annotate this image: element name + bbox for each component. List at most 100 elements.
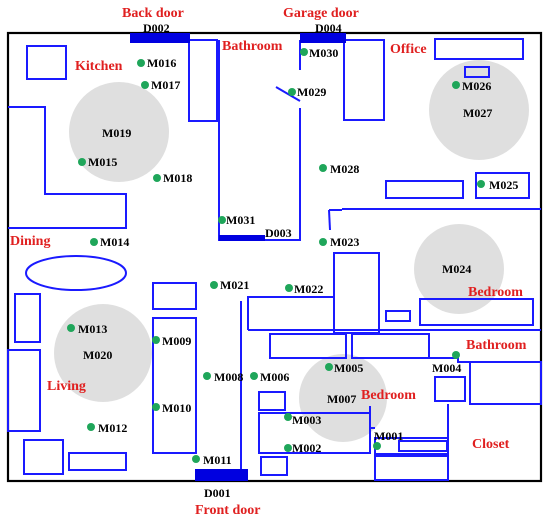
front-door-id: D001 [204,486,231,500]
bathroom-right-tub [469,361,542,405]
front-door-label: Front door [195,503,260,518]
sensor-label-m004: M004 [432,361,461,375]
closet-rack [398,440,448,452]
zone-label-m024: M024 [442,262,471,276]
kitchen-counter [26,45,67,80]
sensor-label-m028: M028 [330,162,359,176]
sensor-dot-m010 [152,403,160,411]
sensor-dot-m021 [210,281,218,289]
zone-label-m020: M020 [83,348,112,362]
zone-m020 [54,304,152,402]
zone-label-m007: M007 [327,392,356,406]
sensor-dot-m018 [153,174,161,182]
sensor-label-m012: M012 [98,421,127,435]
sensor-label-m015: M015 [88,155,117,169]
sensor-dot-m014 [90,238,98,246]
sensor-label-m016: M016 [147,56,176,70]
zone-label-m019: M019 [102,126,131,140]
living-box-2 [68,452,127,471]
sensor-label-m006: M006 [260,370,289,384]
room-labels-layer: Kitchen Bathroom Office Dining Bedroom B… [10,39,527,452]
sensor-dot-m013 [67,324,75,332]
zone-m007 [299,354,387,442]
bathroom-top-walls [218,40,301,241]
sensor-dot-m028 [319,164,327,172]
office-cabinet [475,172,530,199]
zones-layer [54,60,529,442]
sensor-dot-m002 [284,444,292,452]
living-sofa-center [152,317,197,454]
hall-upper [247,296,333,330]
sensor-label-m025: M025 [489,178,518,192]
bedroom-center-partition [369,406,375,429]
hall-door-line [328,209,331,231]
back-door-id: D002 [143,21,170,35]
sensor-label-m029: M029 [297,85,326,99]
garage-door-label: Garage door [283,6,359,21]
zone-m024 [414,224,504,314]
garage-door-id: D004 [315,21,342,35]
sensor-label-m011: M011 [203,453,232,467]
sensor-label-m026: M026 [462,79,491,93]
sensor-label-m001: M001 [374,429,403,443]
kitchen-wall [188,39,218,122]
hall-cabinet-1 [269,333,347,359]
bath-door-id: D003 [265,226,292,240]
closet-box [374,455,449,481]
sensor-label-m002: M002 [292,441,321,455]
living-box-1 [23,439,64,475]
front-door-bar [195,469,248,481]
sensor-dot-m012 [87,423,95,431]
sensor-dot-m029 [288,88,296,96]
room-label-office: Office [390,42,427,57]
sensor-dot-m008 [203,372,211,380]
zone-m019 [69,82,169,182]
sensor-label-m030: M030 [309,46,338,60]
bedroom-right-bed [419,298,534,326]
bathroom-right-box [434,376,466,402]
back-door-label: Back door [122,6,184,21]
sensor-dot-m009 [152,336,160,344]
sensor-dot-m015 [78,158,86,166]
office-closet [343,39,385,121]
sensors-layer: M016 M017 M015 M018 M030 M029 M026 M028 … [67,46,518,467]
bedroom-wardrobe [333,252,380,334]
room-label-closet: Closet [472,437,510,452]
zone-label-m027: M027 [463,106,492,120]
sensor-label-m021: M021 [220,278,249,292]
bedroom-right-nightstand [385,310,411,322]
dining-table [25,255,127,291]
sensor-label-m003: M003 [292,413,321,427]
living-shelf-left [14,293,41,343]
room-label-bedroom-right: Bedroom [468,285,523,300]
sensor-dot-m023 [319,238,327,246]
sensor-label-m010: M010 [162,401,191,415]
sensor-label-m023: M023 [330,235,359,249]
sensor-dot-m005 [325,363,333,371]
sensor-dot-m001 [373,442,381,450]
zone-labels-layer: M019 M027 M024 M020 M007 [83,106,492,406]
bedroom-center-box-1 [258,391,286,411]
sensor-label-m014: M014 [100,235,129,249]
living-table-top [152,282,197,310]
bath-door-bar [219,235,265,241]
room-label-dining: Dining [10,234,50,249]
sensor-dot-m025 [477,180,485,188]
sensor-dot-m030 [300,48,308,56]
sensor-dot-m017 [141,81,149,89]
sensor-label-m031: M031 [226,213,255,227]
back-door-bar [130,33,190,43]
bedroom-center-bed [258,412,371,454]
sensor-dot-m026 [452,81,460,89]
sensor-dot-m031 [218,216,226,224]
garage-door-bar [300,33,346,43]
room-label-bedroom-center: Bedroom [361,388,416,403]
house-outline [6,31,543,483]
bathroom-door-swing [275,86,301,102]
sensor-label-m009: M009 [162,334,191,348]
sensor-label-m022: M022 [294,282,323,296]
sensor-label-m018: M018 [163,171,192,185]
sensor-dot-m006 [250,372,258,380]
office-desk [434,38,524,60]
